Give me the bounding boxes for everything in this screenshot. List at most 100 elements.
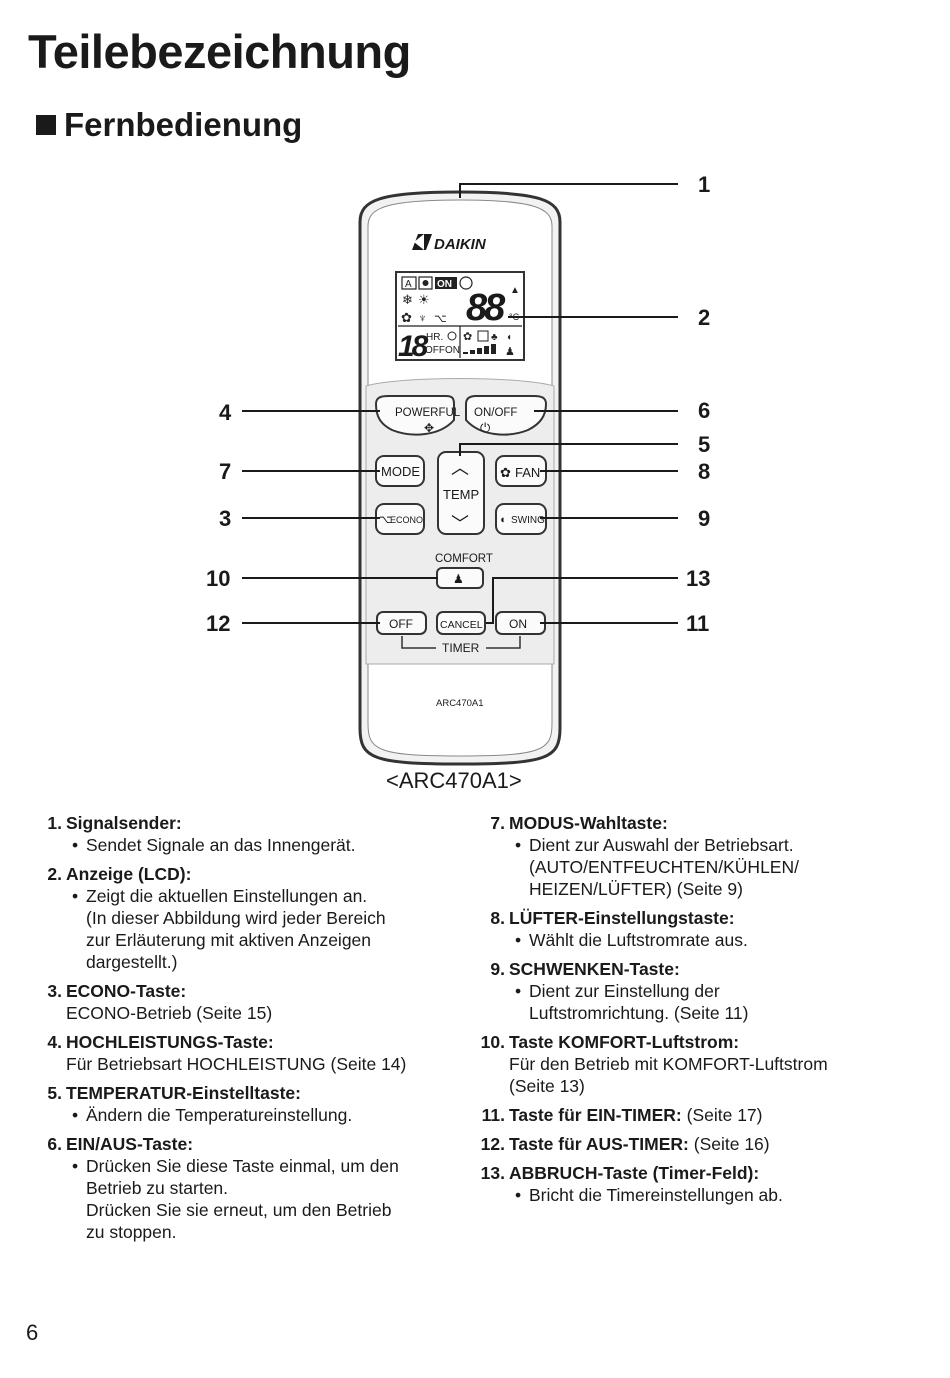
description-item: 11.Taste für EIN-TIMER: (Seite 17) (478, 1104, 918, 1126)
callout-1: 1 (698, 172, 710, 197)
callout-10: 10 (206, 566, 230, 591)
description-item-heading: 11.Taste für EIN-TIMER: (Seite 17) (478, 1104, 918, 1126)
description-item: 8.LÜFTER-Einstellungstaste:• Wählt die Lu… (478, 907, 918, 951)
description-item-title: Anzeige (LCD): (66, 864, 192, 884)
description-item-page-ref: (Seite 16) (688, 1134, 770, 1154)
lcd-quiet-icon: ♣ (491, 332, 498, 343)
description-continuation-text: dargestellt.) (86, 952, 178, 972)
description-continuation-text: zu stoppen. (86, 1222, 177, 1242)
lcd-fan-icon: ✿ (401, 310, 412, 325)
callout-12: 12 (206, 611, 230, 636)
lcd-timer-offon: OFFON (425, 345, 460, 356)
description-bullet-text: Zeigt die aktuellen Einstellungen an. (86, 886, 368, 906)
temp-down-icon: ﹀ (451, 514, 469, 534)
svg-text:A: A (405, 279, 412, 290)
callout-3: 3 (219, 506, 231, 531)
onoff-button-label: ON/OFF (474, 407, 517, 419)
timer-off-label: OFF (389, 617, 413, 631)
description-item-title: LÜFTER-Einstellungstaste: (509, 908, 735, 928)
lcd-dry-icon (418, 276, 433, 290)
description-item-heading: 1.Signalsender: (40, 812, 460, 834)
description-item-number: 8. (490, 908, 505, 928)
section-heading: Fernbedienung (36, 106, 302, 144)
callout-7: 7 (219, 459, 231, 484)
description-item: 3.ECONO-Taste:ECONO-Betrieb (Seite 15) (40, 980, 460, 1024)
description-item-title: SCHWENKEN-Taste: (509, 959, 680, 979)
lcd-on-icon (435, 277, 457, 289)
description-bullet-text: Drücken Sie diese Taste einmal, um den (86, 1156, 399, 1176)
description-item-title: Taste für AUS-TIMER: (509, 1134, 689, 1154)
fan-icon: ✿ (500, 465, 511, 480)
bullet-icon: • (515, 981, 522, 1001)
description-text: (Seite 13) (509, 1076, 585, 1096)
description-item-heading: 4.HOCHLEISTUNGS-Taste: (40, 1031, 460, 1053)
page-number: 6 (26, 1320, 39, 1345)
bullet-icon: • (515, 1185, 522, 1205)
description-item-heading: 7.MODUS-Wahltaste: (478, 812, 918, 834)
power-icon: ⏻ (480, 420, 490, 435)
description-continuation-text: Betrieb zu starten. (86, 1178, 229, 1198)
description-item-number: 3. (47, 981, 62, 1001)
description-bullet-text: Dient zur Auswahl der Betriebsart. (529, 835, 794, 855)
description-item-number: 4. (47, 1032, 62, 1052)
powerful-icon: ✥ (424, 421, 434, 435)
svg-text:ON: ON (437, 279, 452, 290)
lcd-econo-icon: ⌥ (434, 313, 447, 325)
description-item: 5.TEMPERATUR-Einstelltaste:•Ändern die T… (40, 1082, 460, 1126)
description-continuation-text: (In dieser Abbildung wird jeder Bereich (86, 908, 386, 928)
econo-button-label: ECONO (390, 515, 423, 525)
remote-control-figure: DAIKIN A ON ❄ ☀ ✿ ♆ ⌥ 88 ▲ °C 18 HR. OFF… (206, 172, 710, 793)
bullet-icon: • (515, 835, 522, 855)
lcd-snowflake-icon: ❄ (402, 292, 413, 307)
econo-icon: ⌥ (379, 514, 392, 526)
section-heading-text: Fernbedienung (64, 106, 303, 143)
bullet-icon: • (515, 930, 522, 950)
lcd-fan-level-bars-icon (463, 344, 496, 354)
description-item-title: ECONO-Taste: (66, 981, 187, 1001)
callout-6: 6 (698, 398, 710, 423)
bullet-icon: • (72, 1156, 79, 1176)
description-item-number: 12. (480, 1134, 505, 1154)
callout-2: 2 (698, 305, 710, 330)
description-item-number: 2. (47, 864, 62, 884)
description-item-number: 7. (490, 813, 505, 833)
descriptions-left-column: 1.Signalsender:•Sendet Signale an das In… (40, 812, 460, 1250)
callout-11: 11 (686, 611, 709, 636)
description-item-title: ABBRUCH-Taste (Timer-Feld): (509, 1163, 760, 1183)
description-item-number: 10. (480, 1032, 505, 1052)
description-item-title: MODUS-Wahltaste: (509, 813, 668, 833)
daikin-logo-icon (412, 234, 432, 250)
description-bullet-text: Wählt die Luftstromrate aus. (529, 930, 748, 950)
description-item-heading: 10.Taste KOMFORT-Luftstrom: (478, 1031, 918, 1053)
description-item: 7.MODUS-Wahltaste:• Dient zur Auswahl der… (478, 812, 918, 900)
description-item-heading: 12.Taste für AUS-TIMER: (Seite 16) (478, 1133, 918, 1155)
description-item-number: 9. (490, 959, 505, 979)
description-bullet-text: Sendet Signale an das Innengerät. (86, 835, 356, 855)
description-item-heading: 6.EIN/AUS-Taste: (40, 1133, 460, 1155)
timer-cancel-label: CANCEL (440, 619, 483, 631)
description-bullet-text: Ändern die Temperatureinstellung. (86, 1105, 353, 1125)
description-item-page-ref: (Seite 17) (681, 1105, 763, 1125)
lcd-thermo-icon (459, 276, 473, 290)
lcd-fan2-icon: ✿ (463, 331, 472, 343)
description-text: Für den Betrieb mit KOMFORT-Luftstrom (509, 1054, 828, 1074)
description-item-heading: 5.TEMPERATUR-Einstelltaste: (40, 1082, 460, 1104)
description-item: 12.Taste für AUS-TIMER: (Seite 16) (478, 1133, 918, 1155)
description-item-heading: 3.ECONO-Taste: (40, 980, 460, 1002)
page-title: Teilebezeichnung (28, 25, 411, 78)
square-bullet-icon (36, 115, 56, 135)
description-item-heading: 8.LÜFTER-Einstellungstaste: (478, 907, 918, 929)
figure-caption: <ARC470A1> (386, 768, 522, 793)
description-item-title: HOCHLEISTUNGS-Taste: (66, 1032, 274, 1052)
description-text: ECONO-Betrieb (Seite 15) (66, 1003, 273, 1023)
swing-button-label: SWING (511, 515, 545, 526)
description-continuation-text: HEIZEN/LÜFTER) (Seite 9) (529, 879, 743, 899)
description-continuation-text: Drücken Sie sie erneut, um den Betrieb (86, 1200, 392, 1220)
callout-13: 13 (686, 566, 710, 591)
description-item-number: 5. (47, 1083, 62, 1103)
callout-9: 9 (698, 506, 710, 531)
remote-model-label: ARC470A1 (436, 698, 484, 709)
mode-button-label: MODE (381, 464, 420, 479)
bullet-icon: • (72, 835, 79, 855)
description-continuation-text: (AUTO/ENTFEUCHTEN/KÜHLEN/ (529, 857, 799, 877)
